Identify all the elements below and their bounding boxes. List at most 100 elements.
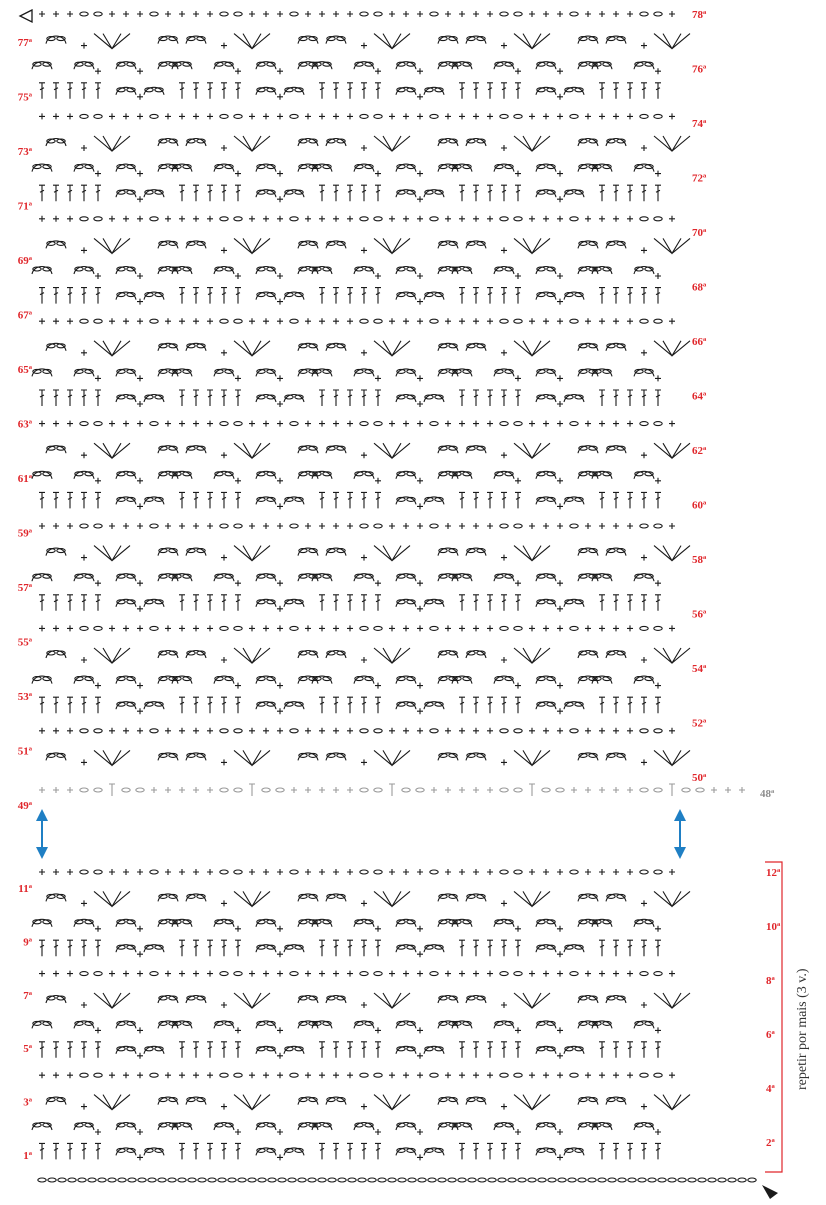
chain-arc-symbol xyxy=(31,573,53,582)
shell-symbol xyxy=(233,890,271,908)
chain-arc-symbol xyxy=(353,368,375,377)
chain-arc-symbol xyxy=(395,86,417,95)
chain-symbol xyxy=(289,625,299,631)
chain-symbol xyxy=(364,1020,374,1026)
sc-symbol xyxy=(389,113,395,120)
sc-symbol xyxy=(137,420,143,427)
chain-symbol xyxy=(536,676,546,682)
dc-symbol xyxy=(347,82,353,99)
dc-symbol xyxy=(641,594,647,611)
sc-symbol xyxy=(669,523,675,529)
chain-symbol xyxy=(84,1020,94,1026)
sc-symbol xyxy=(445,11,451,17)
chain-symbol xyxy=(172,368,182,374)
chain-symbol xyxy=(186,548,196,554)
chain-symbol xyxy=(117,1177,127,1183)
sc-symbol xyxy=(235,477,241,484)
chain-symbol xyxy=(639,216,649,222)
chain-arc-symbol xyxy=(633,675,655,684)
dc-symbol xyxy=(641,82,647,99)
chain-arc-symbol xyxy=(535,598,557,607)
dc-symbol xyxy=(459,1142,465,1160)
chain-symbol xyxy=(616,343,626,349)
chain-arc-symbol xyxy=(535,61,557,70)
sc-symbol xyxy=(487,11,493,17)
chain-symbol xyxy=(546,394,556,400)
sc-symbol xyxy=(375,925,381,932)
sc-symbol xyxy=(81,900,87,907)
sc-symbol xyxy=(137,1027,143,1034)
sc-symbol xyxy=(53,625,59,632)
chain-arc-symbol xyxy=(591,573,613,582)
chain-symbol xyxy=(214,919,224,925)
chain-symbol xyxy=(359,216,369,222)
sc-symbol xyxy=(613,869,619,875)
chain-symbol xyxy=(616,240,626,246)
sc-symbol xyxy=(417,401,423,407)
chain-symbol xyxy=(434,496,444,502)
chain-symbol xyxy=(116,292,126,298)
chain-arc-symbol xyxy=(45,994,67,1004)
chain-symbol xyxy=(116,1122,126,1128)
sc-symbol xyxy=(655,375,661,382)
dc-symbol xyxy=(67,1041,73,1058)
chain-symbol xyxy=(574,1046,584,1052)
chain-symbol xyxy=(172,1122,182,1128)
chain-arc-symbol xyxy=(115,1121,137,1131)
shell-symbol xyxy=(373,340,411,357)
chain-symbol xyxy=(396,266,406,272)
shell-symbol xyxy=(93,647,131,665)
shell-symbol xyxy=(653,33,691,50)
sc-symbol xyxy=(263,11,269,17)
dc-symbol xyxy=(207,491,213,509)
sc-symbol xyxy=(67,1072,73,1079)
chain-symbol xyxy=(476,1097,486,1103)
sc-symbol xyxy=(515,1027,521,1034)
chain-symbol xyxy=(79,421,89,427)
row-label: 76ª xyxy=(692,64,707,76)
sc-symbol xyxy=(207,1072,213,1079)
shell-symbol xyxy=(513,647,551,665)
chain-arc-symbol xyxy=(171,675,193,684)
row-label: 73ª xyxy=(18,146,33,158)
chain-symbol xyxy=(653,728,663,734)
sc-symbol xyxy=(179,523,185,529)
chain-symbol xyxy=(168,893,178,899)
chain-symbol xyxy=(214,164,224,170)
chain-symbol xyxy=(569,421,579,427)
sc-symbol xyxy=(81,247,87,254)
chain-arc-symbol xyxy=(157,893,179,902)
sc-symbol xyxy=(543,727,549,734)
dc-symbol xyxy=(95,696,101,714)
chain-arc-symbol xyxy=(297,1020,319,1029)
chain-symbol xyxy=(574,599,584,605)
sc-symbol xyxy=(557,708,563,715)
chain-symbol xyxy=(602,266,612,272)
chain-symbol xyxy=(504,368,514,374)
chain-symbol xyxy=(347,1177,357,1183)
sc-symbol xyxy=(417,925,423,932)
sc-symbol xyxy=(473,787,479,793)
chain-symbol xyxy=(564,189,574,195)
sc-symbol xyxy=(39,869,45,875)
chain-arc-symbol xyxy=(535,291,557,300)
chain-symbol xyxy=(499,787,509,793)
chain-arc-symbol xyxy=(353,573,375,582)
chain-symbol xyxy=(116,394,126,400)
chain-symbol xyxy=(504,919,514,925)
sc-symbol xyxy=(585,523,591,529)
dc-symbol xyxy=(501,1041,507,1058)
chain-symbol xyxy=(308,1097,318,1103)
chain-arc-symbol xyxy=(171,1020,193,1029)
chain-symbol xyxy=(434,944,444,950)
chain-symbol xyxy=(452,164,462,170)
sc-symbol xyxy=(417,273,423,279)
chain-symbol xyxy=(588,650,598,656)
sc-symbol xyxy=(95,375,101,382)
sc-symbol xyxy=(333,970,339,977)
chain-symbol xyxy=(373,421,383,427)
dc-symbol xyxy=(627,82,633,99)
chain-symbol xyxy=(284,701,294,707)
chain-arc-symbol xyxy=(73,265,95,275)
chain-arc-symbol xyxy=(423,944,445,953)
